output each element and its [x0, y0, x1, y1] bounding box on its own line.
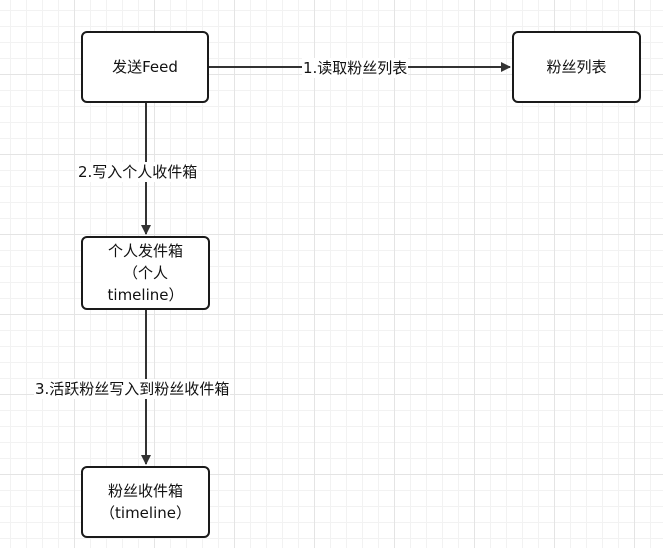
edge-label-read-fans: 1.读取粉丝列表 — [302, 58, 409, 78]
node-fan-list-label: 粉丝列表 — [546, 58, 607, 76]
node-personal-outbox-label: 个人发件箱 （个人 timeline） — [107, 242, 184, 304]
node-send-feed-label: 发送Feed — [112, 58, 178, 76]
node-fan-inbox[interactable]: 粉丝收件箱 （timeline） — [81, 466, 210, 538]
node-fan-inbox-label: 粉丝收件箱 （timeline） — [100, 482, 191, 522]
node-personal-outbox[interactable]: 个人发件箱 （个人 timeline） — [81, 236, 210, 310]
node-fan-list[interactable]: 粉丝列表 — [512, 31, 641, 103]
edge-label-active-fans-write: 3.活跃粉丝写入到粉丝收件箱 — [34, 379, 231, 399]
node-send-feed[interactable]: 发送Feed — [81, 31, 209, 103]
edge-label-write-personal-inbox: 2.写入个人收件箱 — [77, 162, 199, 182]
